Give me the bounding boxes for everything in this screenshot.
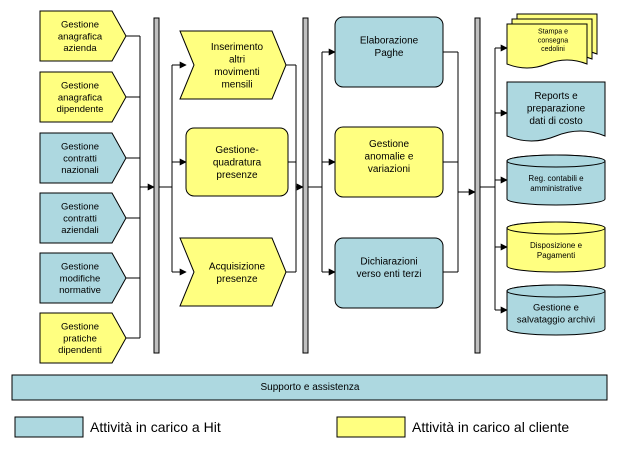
input-label: contratti bbox=[63, 213, 97, 224]
output-label: Reports e bbox=[534, 91, 578, 102]
data-collection-label: Gestione- bbox=[215, 145, 258, 156]
support-bar-box bbox=[11, 374, 608, 401]
output-label: amministrative bbox=[530, 184, 582, 193]
data-collection-label: presenze bbox=[216, 274, 258, 285]
support-bar: Supporto e assistenza bbox=[11, 374, 608, 401]
input-label: dipendenti bbox=[58, 345, 102, 356]
output-label: salvataggio archivi bbox=[517, 314, 595, 325]
input-label: anagrafica bbox=[58, 31, 103, 42]
processing-label: anomalie e bbox=[365, 152, 414, 163]
legend-label: Attività in carico al cliente bbox=[412, 419, 569, 435]
input-label: dipendente bbox=[56, 104, 103, 115]
rounded-box bbox=[185, 127, 289, 197]
rounded-box bbox=[334, 16, 444, 88]
input-shape bbox=[39, 132, 127, 184]
input-shape bbox=[39, 71, 127, 123]
document-shape bbox=[506, 81, 606, 142]
input-shape bbox=[39, 10, 127, 62]
input-label: contratti bbox=[63, 153, 97, 164]
processing-label: variazioni bbox=[368, 164, 410, 175]
output-label: Gestione e bbox=[533, 302, 579, 313]
data-collection-label: quadratura bbox=[213, 158, 262, 169]
collector-bar bbox=[474, 17, 481, 354]
collector-bars bbox=[153, 17, 481, 354]
input-label: Gestione bbox=[61, 141, 99, 152]
processing-label: Paghe bbox=[375, 48, 404, 59]
legend-swatch bbox=[14, 416, 84, 438]
processing-activity: Dichiarazioni verso enti terzi bbox=[334, 237, 444, 309]
rounded-box bbox=[334, 126, 444, 198]
output-label: Reg. contabili e bbox=[528, 174, 584, 183]
processing-label: Dichiarazioni bbox=[360, 256, 417, 267]
output-label: consegna bbox=[538, 37, 568, 44]
processing-label: Gestione bbox=[369, 139, 409, 150]
activity-shapes: GestioneanagraficaaziendaGestioneanagraf… bbox=[11, 10, 608, 438]
input-label: normative bbox=[59, 285, 101, 296]
output-label: dati di costo bbox=[529, 116, 583, 127]
input-label: aziendali bbox=[61, 225, 99, 236]
support-bar-label: Supporto e assistenza bbox=[261, 382, 360, 393]
input-label: modifiche bbox=[60, 273, 101, 284]
legend-swatch bbox=[336, 416, 406, 438]
data-collection-activity: Acquisizione presenze bbox=[179, 237, 287, 307]
data-collection-label: mensili bbox=[221, 79, 252, 90]
data-collection-label: altri bbox=[229, 54, 245, 65]
input-shape bbox=[39, 252, 127, 304]
input-label: Gestione bbox=[61, 261, 99, 272]
cylinder-top bbox=[506, 221, 606, 235]
input-label: nazionali bbox=[61, 165, 99, 176]
input-shape bbox=[39, 192, 127, 244]
collector-bar bbox=[153, 17, 160, 354]
legend-label: Attività in carico a Hit bbox=[90, 419, 221, 435]
data-collection-label: Acquisizione bbox=[209, 261, 266, 272]
collector-bar bbox=[302, 17, 309, 354]
processing-label: verso enti terzi bbox=[356, 269, 421, 280]
data-collection-label: presenze bbox=[216, 170, 258, 181]
chevron-shape bbox=[179, 30, 287, 100]
input-label: anagrafica bbox=[58, 92, 103, 103]
input-label: Gestione bbox=[61, 321, 99, 332]
chevron-shape bbox=[179, 237, 287, 307]
output-label: Pagamenti bbox=[537, 251, 575, 260]
data-collection-label: movimenti bbox=[214, 67, 260, 78]
output-label: preparazione bbox=[527, 104, 586, 115]
processing-label: Elaborazione bbox=[360, 35, 419, 46]
input-label: Gestione bbox=[61, 80, 99, 91]
legend-item: Attività in carico al cliente bbox=[336, 416, 569, 438]
input-label: pratiche bbox=[63, 333, 97, 344]
output-label: cedolini bbox=[541, 46, 565, 53]
input-label: Gestione bbox=[61, 201, 99, 212]
connector-lines bbox=[126, 35, 508, 339]
cylinder-top bbox=[506, 284, 606, 298]
output-label: Stampa e bbox=[538, 29, 568, 36]
input-label: azienda bbox=[63, 43, 97, 54]
output-label: Disposizione e bbox=[530, 241, 583, 250]
input-label: Gestione bbox=[61, 19, 99, 30]
rounded-box bbox=[334, 237, 444, 309]
document-sheet bbox=[506, 23, 588, 69]
cylinder-top bbox=[506, 154, 606, 168]
data-collection-label: Inserimento bbox=[211, 42, 264, 53]
legend-item: Attività in carico a Hit bbox=[14, 416, 221, 438]
input-shape bbox=[39, 312, 127, 364]
